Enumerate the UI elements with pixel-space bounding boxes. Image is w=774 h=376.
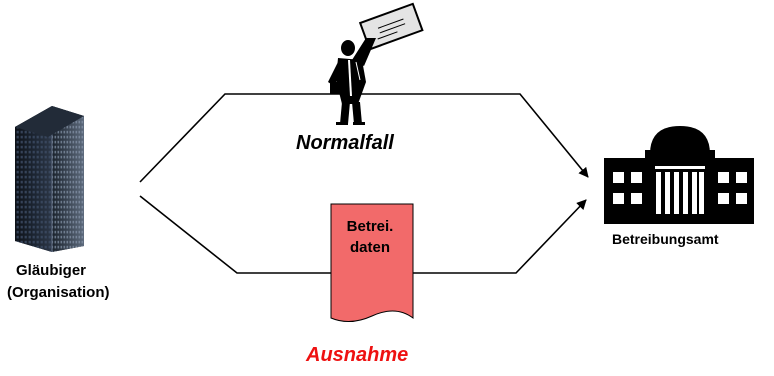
exception-path-label: Ausnahme (306, 344, 409, 366)
office-label: Betreibungsamt (612, 231, 719, 247)
document-label-line1: Betrei. (346, 218, 394, 235)
document-label-line2: daten (349, 239, 390, 256)
creditor-label-line1: Gläubiger (16, 262, 87, 279)
normal-path-connector (139, 93, 589, 183)
data-document-icon (330, 203, 414, 322)
government-building-icon (604, 126, 754, 224)
office-tower-icon (15, 106, 84, 252)
creditor-label-line2: (Organisation) (7, 284, 110, 301)
normal-path-label: Normalfall (296, 132, 394, 154)
person-with-letter-icon (328, 2, 424, 125)
